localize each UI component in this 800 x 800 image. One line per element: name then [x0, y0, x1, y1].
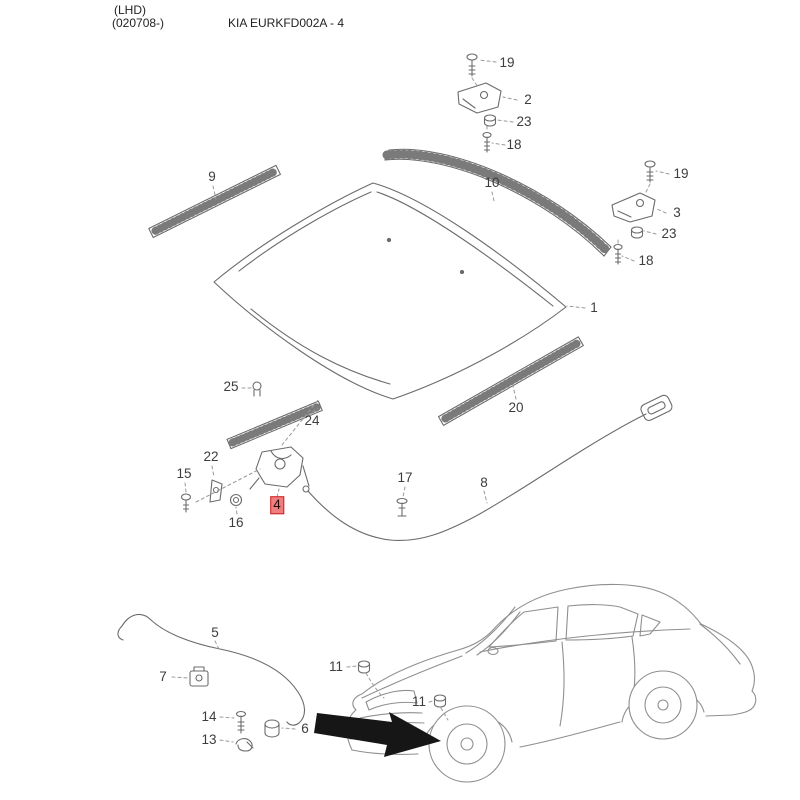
part-label-20[interactable]: 20: [508, 400, 524, 416]
drive-type-label: (LHD): [114, 3, 146, 17]
nut-11-lower-icon: [433, 694, 447, 708]
part-label-24[interactable]: 24: [304, 413, 320, 429]
bolt-19-right-icon: [644, 160, 656, 183]
hood-latch-4-icon: [249, 446, 310, 490]
car-sketch-icon: [346, 583, 757, 783]
part-label-11[interactable]: 11: [328, 659, 344, 675]
weatherstrip-10-icon: [382, 148, 612, 257]
nut-16-icon: [229, 493, 243, 507]
part-label-16[interactable]: 16: [228, 515, 244, 531]
weatherstrip-20-icon: [437, 336, 584, 426]
part-label-23[interactable]: 23: [661, 226, 677, 242]
part-label-19[interactable]: 19: [673, 166, 689, 182]
part-label-7[interactable]: 7: [159, 669, 167, 685]
nut-23-right-icon: [630, 226, 644, 239]
part-label-2[interactable]: 2: [524, 92, 532, 108]
bolt-18-right-icon: [613, 243, 623, 265]
part-label-13[interactable]: 13: [201, 732, 217, 748]
clip-13-icon: [235, 738, 254, 752]
hood-arrow-icon: [314, 712, 441, 757]
hood-hinge-2-icon: [457, 82, 502, 114]
part-label-11[interactable]: 11: [411, 694, 427, 710]
leader-lines: [171, 59, 670, 743]
hood-panel-1-icon: [213, 182, 567, 400]
part-label-22[interactable]: 22: [203, 449, 219, 465]
part-label-1[interactable]: 1: [590, 300, 598, 316]
cable-clip-17-icon: [396, 497, 408, 517]
part-label-18[interactable]: 18: [638, 253, 654, 269]
rod-clip-7-icon: [189, 666, 209, 687]
strip-24-icon: [226, 400, 323, 450]
part-label-10[interactable]: 10: [484, 175, 500, 191]
part-label-8[interactable]: 8: [480, 475, 488, 491]
part-label-6[interactable]: 6: [301, 721, 309, 737]
part-label-9[interactable]: 9: [208, 169, 216, 185]
screw-15-icon: [180, 493, 192, 513]
part-label-3[interactable]: 3: [673, 205, 681, 221]
part-label-17[interactable]: 17: [397, 470, 413, 486]
bolt-18-top-icon: [482, 131, 492, 153]
bracket-22-icon: [209, 479, 223, 503]
grommet-6-icon: [264, 719, 280, 738]
part-label-25[interactable]: 25: [223, 379, 239, 395]
part-label-4[interactable]: 4: [270, 496, 284, 514]
part-label-23[interactable]: 23: [516, 114, 532, 130]
production-date-label: (020708-): [112, 16, 165, 30]
diagram-title: KIA EURKFD002A - 4: [228, 16, 345, 30]
prop-rod-5-icon: [117, 613, 306, 726]
clip-25-icon: [252, 381, 262, 397]
release-cable-8-icon: [302, 394, 673, 542]
bolt-14-icon: [235, 710, 247, 734]
hood-hinge-3-icon: [611, 192, 656, 223]
nut-23-top-icon: [483, 114, 497, 127]
bolt-19-top-icon: [466, 53, 478, 77]
part-label-19[interactable]: 19: [499, 55, 515, 71]
part-label-18[interactable]: 18: [506, 137, 522, 153]
weatherstrip-9-icon: [148, 164, 281, 239]
nut-11-upper-icon: [357, 660, 371, 674]
part-label-14[interactable]: 14: [201, 709, 217, 725]
part-label-5[interactable]: 5: [211, 625, 219, 641]
part-label-15[interactable]: 15: [176, 466, 192, 482]
